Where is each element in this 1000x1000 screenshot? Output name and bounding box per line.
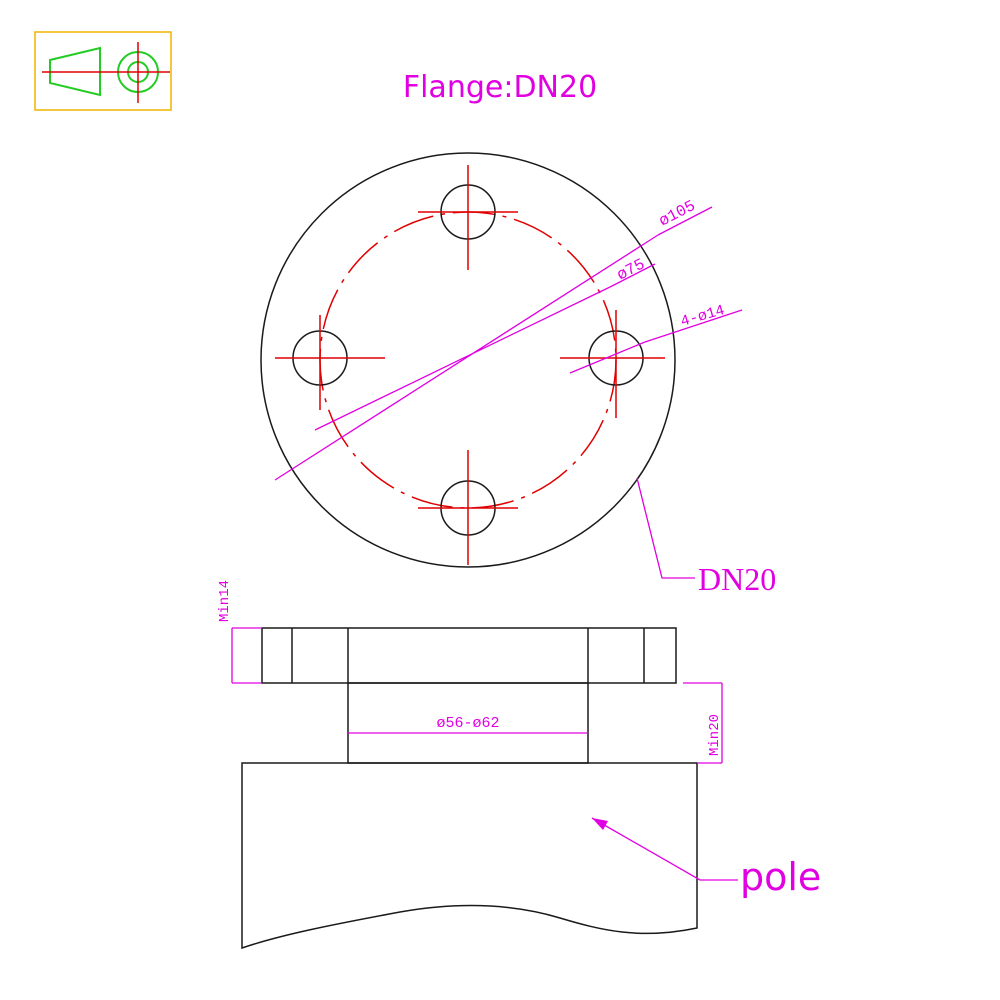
dn20-callout-label: DN20 bbox=[698, 561, 776, 597]
bolt-hole-top bbox=[418, 165, 518, 270]
bolt-hole-bottom bbox=[418, 450, 518, 565]
bolt-hole-left bbox=[275, 315, 385, 410]
dim-min14-label: Min14 bbox=[217, 580, 233, 622]
flange-side-view bbox=[241, 627, 698, 950]
dim-min20 bbox=[683, 682, 723, 764]
pole-callout-label: pole bbox=[740, 855, 821, 899]
projection-symbol-icon bbox=[34, 31, 172, 111]
dim-outer-diameter bbox=[274, 206, 713, 481]
dim-min20-label: Min20 bbox=[707, 714, 723, 756]
dim-hole-size bbox=[569, 309, 743, 374]
flange-top-view: ø105 ø75 4-ø14 DN20 bbox=[260, 152, 776, 597]
dim-min14 bbox=[231, 627, 262, 684]
dim-hole-size-label: 4-ø14 bbox=[679, 302, 727, 331]
flange-plate bbox=[261, 627, 677, 684]
pole-body bbox=[241, 762, 698, 950]
dim-bolt-circle bbox=[314, 263, 656, 431]
page-title: Flange:DN20 bbox=[402, 70, 598, 105]
dn20-callout bbox=[636, 477, 695, 579]
flange-outer-circle bbox=[260, 152, 676, 568]
pole-callout bbox=[591, 817, 738, 881]
dim-neck-diameter-label: ø56-ø62 bbox=[436, 715, 499, 732]
bolt-hole-right bbox=[560, 310, 665, 418]
